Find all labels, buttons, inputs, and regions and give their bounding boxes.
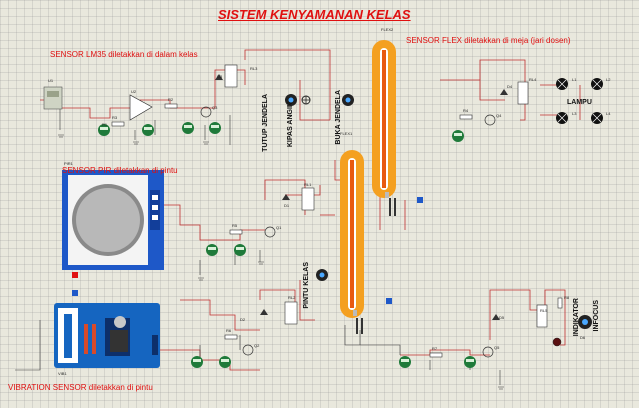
label-indikator: INDIKATOR: [573, 298, 580, 337]
designator-l1: L1: [572, 77, 577, 82]
label-pintu-kelas: PINTU KELAS: [303, 262, 310, 309]
designator-d2: D2: [240, 317, 246, 322]
designator-q1: Q1: [276, 225, 282, 230]
flex2-sensor: [372, 40, 396, 216]
label-buka-jendela: BUKA JENDELA: [335, 90, 342, 145]
designator-rl1: RL1: [304, 182, 312, 187]
designator-l3: L3: [572, 111, 577, 116]
designator-vib1: VIB1: [58, 371, 67, 376]
motor-group: [285, 94, 592, 329]
designator-r4: R4: [463, 108, 469, 113]
designator-u2: U2: [131, 89, 137, 94]
designator-rl3: RL3: [250, 66, 258, 71]
label-infocus: INFOCUS: [593, 300, 600, 332]
designator-flex1: FLEX1: [340, 131, 353, 136]
designator-r1: R1: [102, 122, 108, 127]
logic-probes: [72, 197, 423, 304]
designator-r2: R2: [168, 97, 174, 102]
designator-q4: Q4: [496, 113, 502, 118]
designator-r6: R6: [226, 328, 232, 333]
designator-d3: D3: [217, 74, 223, 79]
designator-r8: R8: [564, 295, 570, 300]
section-label-flex: SENSOR FLEX diletakkan di meja (jari dos…: [406, 36, 571, 45]
lm35-sensor: [43, 86, 63, 110]
designator-pir1: PIR1: [64, 161, 73, 166]
designator-d1: D1: [284, 203, 290, 208]
indicator-led: [552, 337, 562, 347]
label-kipas-angin: KIPAS ANGIN: [287, 102, 294, 148]
designator-q2: Q2: [254, 343, 260, 348]
wire-lm35-path: [40, 99, 200, 119]
designator-r3: R3: [112, 115, 118, 120]
designator-q5: Q5: [494, 345, 500, 350]
label-tutup-jendela: TUTUP JENDELA: [262, 94, 269, 152]
designator-r7: R7: [432, 346, 438, 351]
designator-rl2: RL2: [288, 295, 296, 300]
designator-r5: R5: [232, 223, 238, 228]
designator-l4: L4: [606, 111, 611, 116]
designator-d6: D6: [580, 335, 586, 340]
designator-rl5: RL5: [540, 308, 548, 313]
pir-sensor: [62, 170, 164, 270]
designator-rl4: RL4: [529, 77, 537, 82]
section-label-lm35: SENSOR LM35 diletakkan di dalam kelas: [50, 50, 198, 59]
label-lampu: LAMPU: [567, 99, 592, 106]
section-label-vibration: VIBRATION SENSOR diletakkan di pintu: [8, 383, 153, 392]
designator-l2: L2: [606, 77, 611, 82]
designator-u1: U1: [48, 78, 54, 83]
section-label-pir: SENSOR PIR diletakkan di pintu: [62, 166, 178, 175]
vibration-sensor: [54, 303, 160, 368]
opamp-u2: [129, 94, 153, 121]
designator-q3: Q3: [212, 105, 218, 110]
designator-flex2: FLEX2: [381, 27, 394, 32]
designator-d4: D4: [507, 84, 513, 89]
flex1-sensor: [340, 150, 364, 334]
page-title: SISTEM KENYAMANAN KELAS: [218, 7, 411, 22]
designator-d5: D5: [499, 315, 505, 320]
